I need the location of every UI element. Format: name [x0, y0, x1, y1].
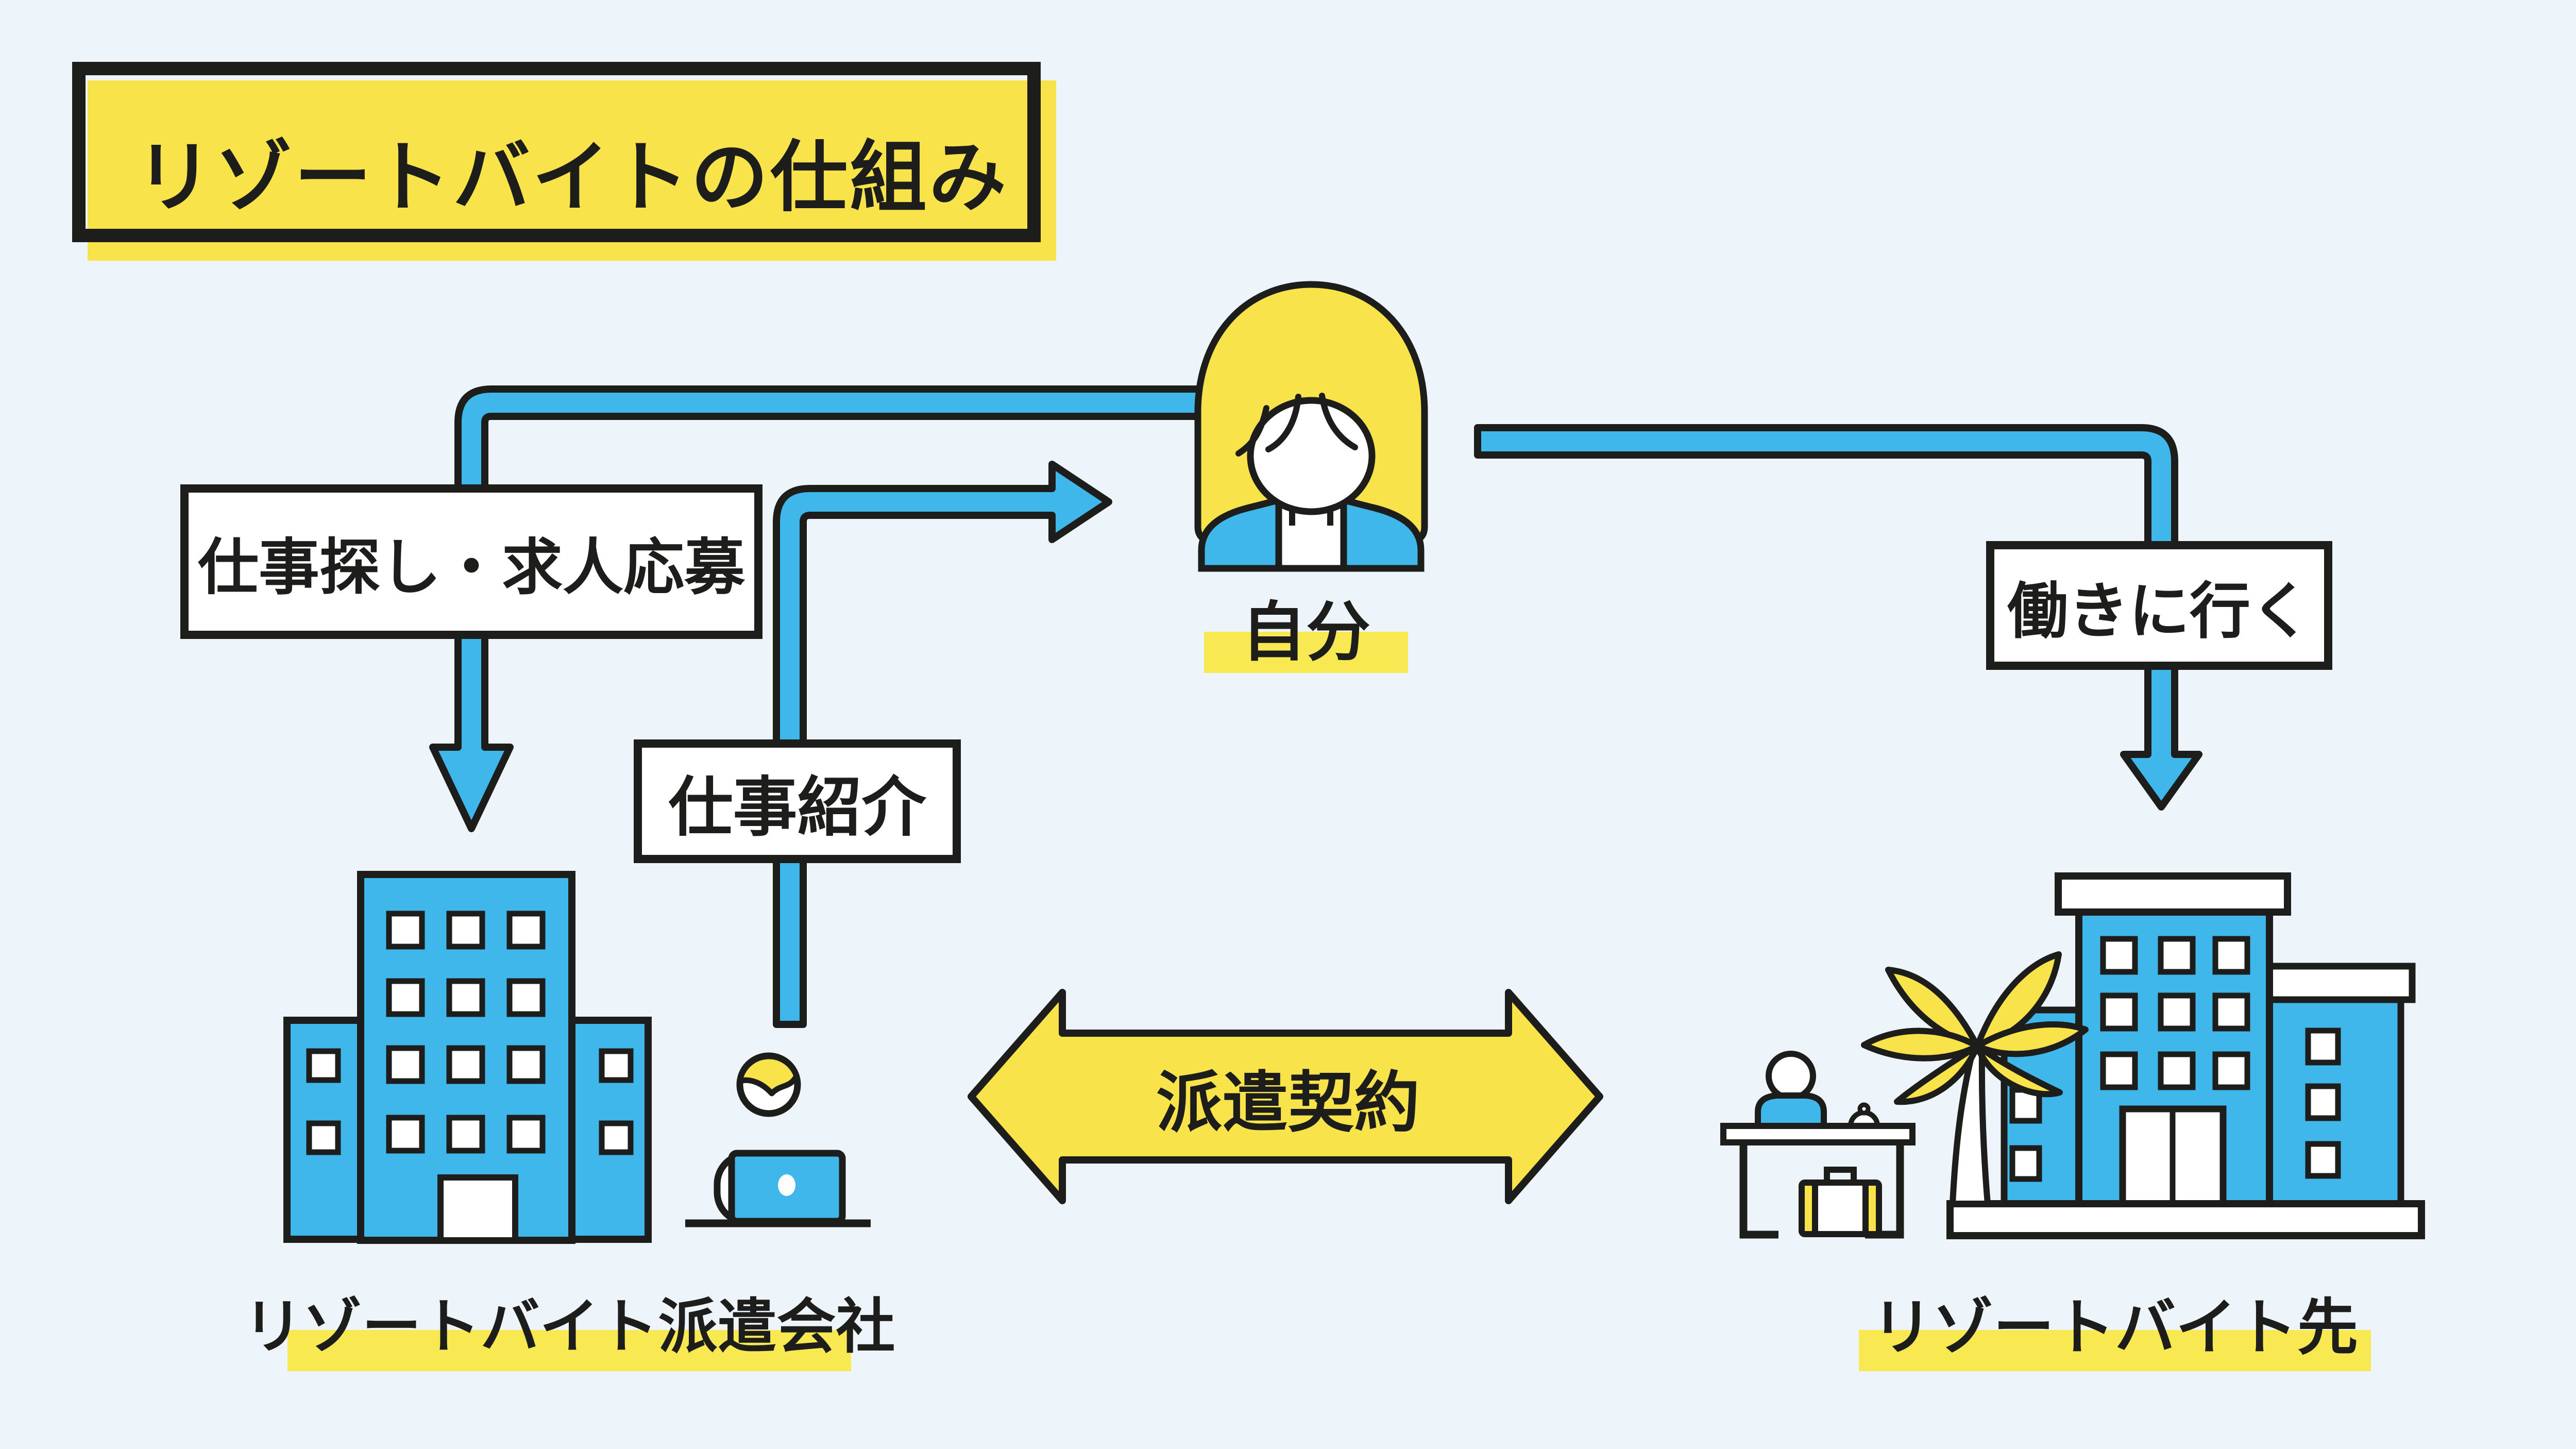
reception-desk-icon — [1720, 1051, 1916, 1239]
laptop-worker-icon — [685, 1052, 871, 1227]
suitcase-icon — [1799, 1167, 1882, 1237]
self-label-text: 自分 — [1242, 595, 1370, 670]
self-label-highlight — [1204, 632, 1408, 673]
resort-hotel-icon — [1946, 872, 2425, 1239]
double-headed-arrow-icon — [968, 989, 1603, 1204]
page-title-box: リゾートバイトの仕組み — [72, 62, 1056, 261]
down-arrow-icon — [429, 385, 1204, 832]
woman-person-icon — [1194, 281, 1428, 572]
resort-label-highlight — [1859, 1330, 2371, 1371]
agency-label-text: リゾートバイト派遣会社 — [243, 1292, 895, 1361]
edge-label-contract-text: 派遣契約 — [1156, 1064, 1420, 1141]
edge-label-apply-text: 仕事探し・求人応募 — [197, 531, 745, 603]
page-title: リゾートバイトの仕組み — [135, 132, 1008, 223]
node-label-self: 自分 — [1195, 582, 1417, 673]
title-frame — [72, 62, 1041, 242]
node-label-resort: リゾートバイト先 — [1837, 1275, 2393, 1371]
agency-label-highlight — [287, 1330, 852, 1371]
down-arrow-icon — [1474, 424, 2202, 811]
office-building-icon — [283, 871, 652, 1244]
right-arrow-icon — [773, 461, 1112, 1028]
resort-label-text: リゾートバイト先 — [1871, 1291, 2358, 1363]
edge-label-intro-text: 仕事紹介 — [668, 770, 926, 845]
edge-label-apply: 仕事探し・求人応募 — [180, 484, 762, 639]
edge-label-contract: 派遣契約 — [1079, 1055, 1497, 1141]
edge-label-gowork: 働きに行く — [1986, 541, 2332, 670]
edge-label-intro: 仕事紹介 — [634, 739, 961, 863]
node-label-agency: リゾートバイト派遣会社 — [244, 1275, 895, 1371]
palm-tree-icon — [1861, 951, 2089, 1207]
edge-label-gowork-text: 働きに行く — [2007, 575, 2311, 647]
